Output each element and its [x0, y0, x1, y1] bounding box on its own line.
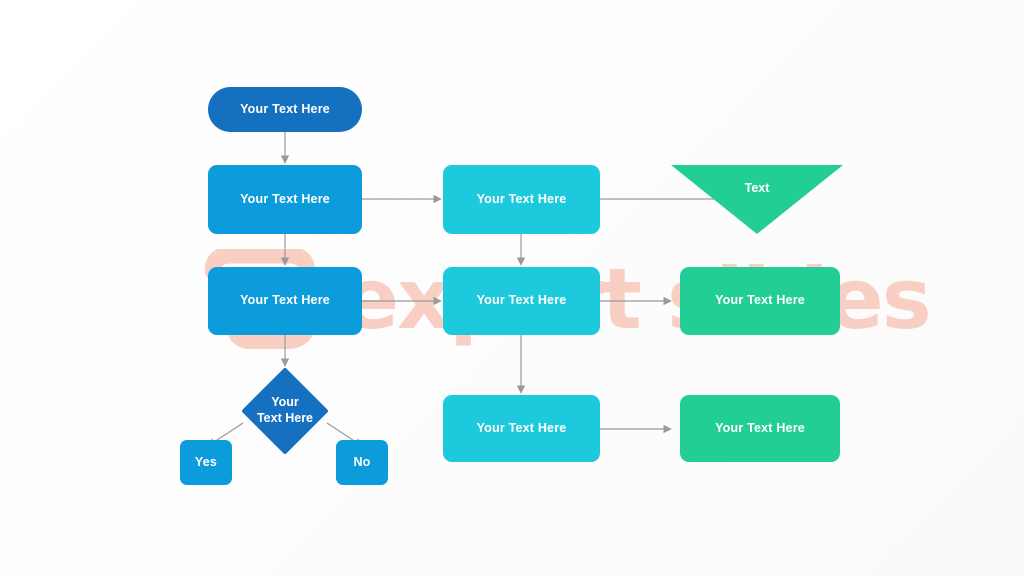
decision-label-line-1: Your: [271, 395, 299, 410]
node-middle-1[interactable]: Your Text Here: [443, 165, 600, 234]
node-left-2[interactable]: Your Text Here: [208, 165, 362, 234]
node-right-triangle-label: Text: [744, 181, 770, 195]
node-middle-3[interactable]: Your Text Here: [443, 395, 600, 462]
node-right-triangle[interactable]: Text: [671, 165, 843, 234]
node-left-1[interactable]: Your Text Here: [208, 87, 362, 132]
node-right-3[interactable]: Your Text Here: [680, 395, 840, 462]
triangle-down-icon: [671, 165, 843, 234]
decision-label-line-2: Text Here: [256, 411, 314, 425]
node-middle-2[interactable]: Your Text Here: [443, 267, 600, 335]
node-no[interactable]: No: [336, 440, 388, 485]
node-decision-label: Your Text Here: [240, 382, 330, 440]
node-left-3[interactable]: Your Text Here: [208, 267, 362, 335]
node-right-2[interactable]: Your Text Here: [680, 267, 840, 335]
node-yes[interactable]: Yes: [180, 440, 232, 485]
